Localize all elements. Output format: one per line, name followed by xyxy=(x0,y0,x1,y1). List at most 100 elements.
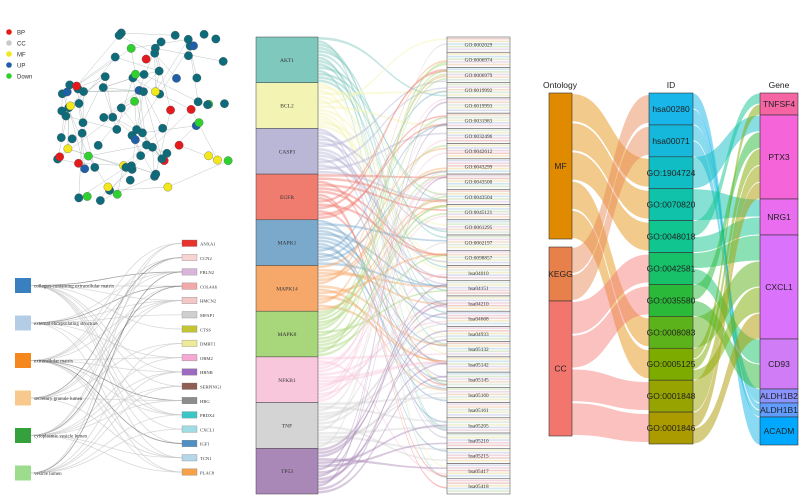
mid-flow xyxy=(318,95,447,260)
mid-flow xyxy=(318,147,447,269)
mid-flow xyxy=(318,147,447,305)
network-node xyxy=(84,151,93,161)
right-flow-ontology-id xyxy=(572,210,649,379)
mid-flow xyxy=(318,118,447,346)
mid-term-stripe xyxy=(447,485,510,487)
network-node xyxy=(192,73,202,83)
mid-flow xyxy=(318,212,447,347)
mid-flow xyxy=(318,90,447,252)
mid-flow xyxy=(318,219,447,423)
bipartite-edge xyxy=(30,242,183,361)
id-label: GO:0008083 xyxy=(647,327,696,337)
bipartite-edge xyxy=(30,385,183,436)
right-flow-ontology-id xyxy=(572,123,649,219)
bipartite-edge xyxy=(30,360,183,444)
mid-term-stripe xyxy=(447,287,510,289)
right-flow-id-gene xyxy=(693,287,760,380)
mid-term-stripe xyxy=(447,451,510,454)
mid-term-label: hsa04668 xyxy=(468,317,489,323)
mid-flow xyxy=(318,59,447,345)
network-node xyxy=(77,128,87,138)
mid-flow xyxy=(318,241,447,422)
network-node xyxy=(74,99,84,108)
mid-flow xyxy=(318,72,447,196)
network-node xyxy=(74,193,84,203)
right-flow-ontology-id xyxy=(572,152,649,251)
mid-flow xyxy=(318,87,447,164)
mid-flow xyxy=(318,254,447,350)
mid-term-label: hsa05215 xyxy=(468,454,489,460)
network-edge xyxy=(119,35,155,54)
mid-flow xyxy=(318,151,447,326)
mid-term-stripe xyxy=(447,442,510,444)
bipartite-edge xyxy=(30,285,183,387)
mid-flow xyxy=(318,362,447,416)
network-edge xyxy=(88,155,109,188)
mid-flow xyxy=(318,73,447,318)
mid-term-stripe xyxy=(447,330,510,332)
mid-flow xyxy=(318,152,447,393)
gene-box xyxy=(759,114,799,200)
mid-flow xyxy=(318,124,447,259)
mid-term-stripe xyxy=(447,48,510,51)
mid-flow xyxy=(318,204,447,311)
right-flow-ontology-id xyxy=(572,254,649,334)
mid-flow xyxy=(318,226,447,319)
mid-term-stripe xyxy=(447,132,510,134)
mid-term-stripe xyxy=(447,98,510,101)
mid-flow xyxy=(318,335,447,419)
network-edge xyxy=(76,32,122,87)
network-node xyxy=(193,97,203,107)
gene-header: Gene xyxy=(769,80,790,90)
mid-flow xyxy=(318,245,447,402)
gene-box xyxy=(181,311,198,319)
network-node xyxy=(220,99,229,109)
network-node xyxy=(157,154,167,164)
mid-term-stripe xyxy=(447,119,510,121)
mid-term-stripe xyxy=(447,434,510,436)
gene-label: PTX3 xyxy=(768,152,790,162)
mid-term-label: GO:0061295 xyxy=(465,225,493,231)
gene-label: HMCN2 xyxy=(200,299,217,304)
gene-pathway-sankey-panel: AKT1BCL2CASP3EGFRMAPK1MAPK14MAPK8NFKB1TN… xyxy=(255,36,511,495)
mid-term-stripe xyxy=(447,236,510,238)
network-edge xyxy=(131,48,136,75)
bipartite-edge xyxy=(30,357,183,436)
mid-flow xyxy=(318,204,447,357)
mid-term-label: hsa04010 xyxy=(468,271,489,277)
bipartite-edge xyxy=(30,428,183,474)
mid-flow xyxy=(318,112,447,336)
mid-flow xyxy=(318,353,447,360)
bipartite-edge xyxy=(30,300,183,436)
mid-term-stripe xyxy=(447,162,510,164)
mid-flow xyxy=(318,239,447,363)
ontology-box xyxy=(548,300,573,437)
network-edge xyxy=(109,186,168,191)
bipartite-edge xyxy=(30,322,183,473)
mid-term-stripe xyxy=(447,144,510,147)
mid-gene-box xyxy=(255,128,319,175)
mid-flow xyxy=(318,170,447,201)
mid-flow xyxy=(318,425,447,462)
network-edge xyxy=(103,87,117,130)
cc-term-box xyxy=(15,315,31,331)
right-flow-ontology-id xyxy=(572,126,649,300)
mid-term-stripe xyxy=(447,177,510,180)
mid-flow xyxy=(318,115,447,383)
mid-gene-box xyxy=(255,448,319,495)
mid-term-stripe xyxy=(447,396,510,398)
id-label: GO:0005125 xyxy=(647,359,696,369)
legend-marker xyxy=(6,40,12,46)
cc-term-box xyxy=(15,428,31,443)
mid-term-stripe xyxy=(447,266,510,268)
mid-flow xyxy=(318,339,447,481)
mid-term-stripe xyxy=(447,63,510,66)
bipartite-edge xyxy=(30,285,183,324)
mid-flow xyxy=(318,303,447,458)
mid-gene-box xyxy=(255,219,319,266)
mid-term-stripe xyxy=(447,228,510,231)
cc-term-box xyxy=(15,465,31,481)
mid-flow xyxy=(318,38,447,105)
mid-flow xyxy=(318,384,447,445)
mid-flow xyxy=(318,288,447,391)
